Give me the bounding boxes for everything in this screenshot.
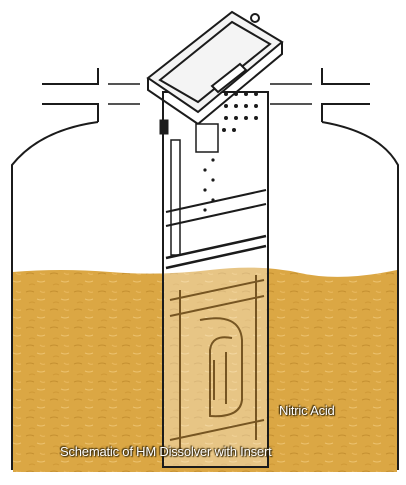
dissolver-vessel	[11, 68, 399, 470]
insert-top-frame	[146, 10, 284, 126]
nitric-acid-label: Nitric Acid	[279, 403, 335, 418]
nitric-acid-liquid	[13, 267, 397, 472]
insert-coil	[169, 275, 265, 455]
schematic-caption: Schematic of HM Dissolver with Insert	[60, 444, 272, 459]
insert-basket	[146, 10, 284, 468]
